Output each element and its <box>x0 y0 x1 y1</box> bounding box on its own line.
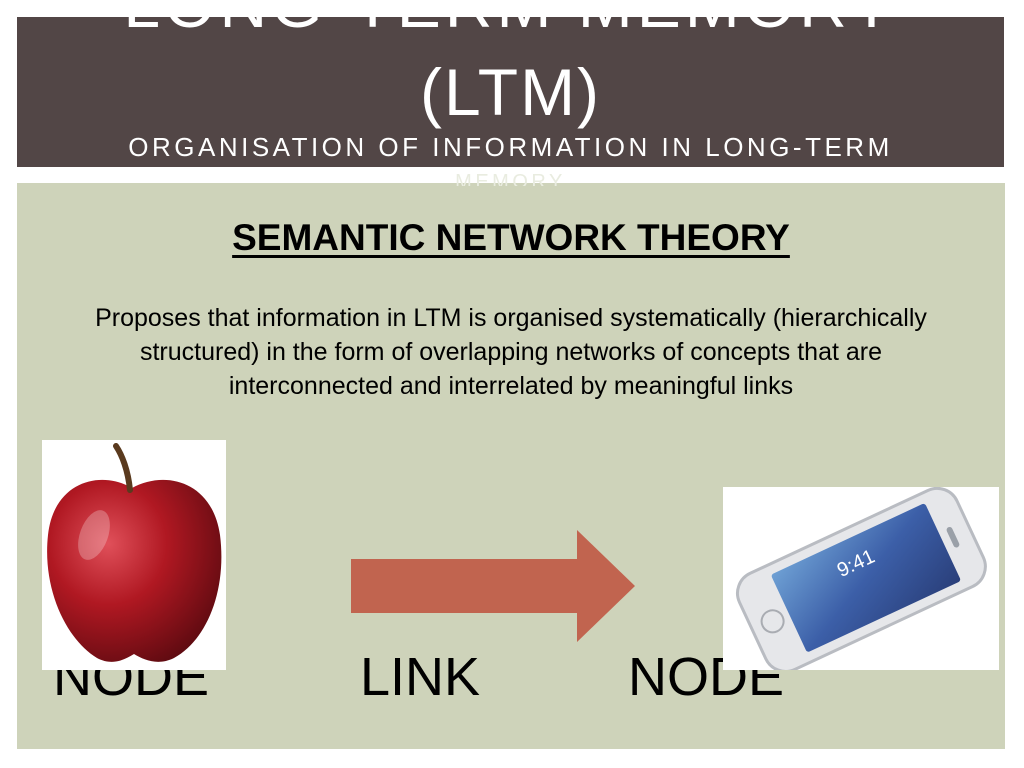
slide-title-line1: LONG-TERM MEMORY <box>17 17 1004 39</box>
smartphone-icon: 9:41 <box>736 486 987 673</box>
slide-title-line2: (LTM) <box>419 55 602 129</box>
link-arrow-icon <box>351 530 635 642</box>
title-band: LONG-TERM MEMORY (LTM) <box>17 17 1004 167</box>
apple-image <box>42 440 226 670</box>
section-heading: SEMANTIC NETWORK THEORY <box>232 217 790 258</box>
body-paragraph: Proposes that information in LTM is orga… <box>95 304 927 400</box>
link-label: LINK <box>360 647 481 707</box>
phone-image: 9:41 <box>723 486 999 673</box>
slide-subtitle-line2: MEMORY <box>455 171 566 186</box>
apple-icon <box>47 443 222 662</box>
slide-subtitle-line1: ORGANISATION OF INFORMATION IN LONG-TERM <box>128 132 893 162</box>
